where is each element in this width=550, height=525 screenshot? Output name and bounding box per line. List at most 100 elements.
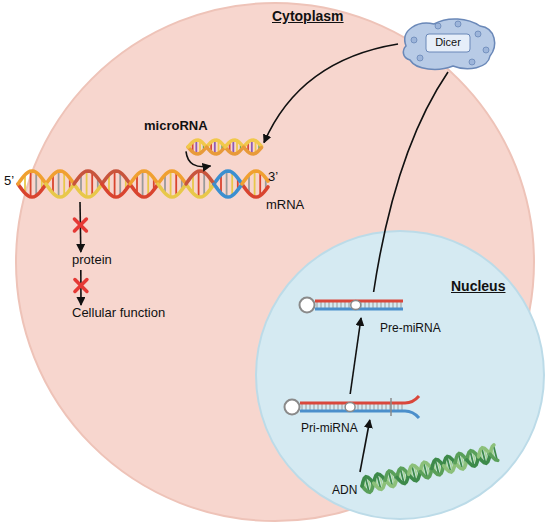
base-pair (330, 404, 331, 410)
helix-strand (207, 140, 225, 147)
base-pair (198, 171, 200, 197)
dicer-texture (455, 21, 461, 27)
base-pair (402, 404, 403, 410)
base-pair (58, 171, 60, 197)
dicer-texture (475, 31, 481, 37)
base-pair (366, 404, 367, 410)
base-pair (381, 302, 382, 308)
dicer-texture (417, 55, 423, 61)
base-pair (321, 302, 322, 308)
helix-strand (158, 171, 186, 184)
helix-strand (214, 171, 242, 184)
base-pair (333, 302, 334, 308)
microrna-duplex: microRNA (186, 136, 264, 158)
node-label: Pri-miRNA (301, 422, 358, 436)
hairpin-loop (300, 298, 315, 313)
mrna-strand: mRNA (18, 166, 268, 202)
base-pair (337, 302, 338, 308)
hairpin-loop (285, 400, 300, 415)
helix-strand (188, 147, 206, 154)
base-pair (397, 302, 398, 308)
helix-strand (383, 470, 397, 481)
node-shape (18, 166, 268, 202)
inhibition-cross (75, 280, 87, 292)
helix-strand (242, 171, 268, 184)
protein-node: protein (72, 252, 124, 270)
base-pair (382, 404, 383, 410)
compartment-circle (256, 231, 544, 519)
helix-strand (214, 184, 242, 197)
inhibition-cross (75, 280, 87, 292)
base-pair (91, 172, 93, 195)
base-pair (377, 302, 378, 308)
flow-arrow (80, 270, 82, 305)
helix-strand (225, 140, 243, 147)
helix-strand (18, 184, 46, 197)
dicer-label-box (426, 34, 470, 52)
helix-strand (490, 453, 498, 462)
helix-strand (360, 475, 374, 486)
helix-strand (102, 171, 130, 184)
helix-strand (74, 184, 102, 197)
pri-mirna-hairpin: Pri-miRNA (283, 394, 423, 420)
base-pair (63, 172, 65, 195)
base-pair (342, 404, 343, 410)
base-pair (254, 171, 256, 197)
pre-mirna-hairpin: Pre-miRNA (298, 292, 403, 318)
flow-arrow (79, 202, 81, 252)
helix-strand (74, 171, 102, 184)
base-pair (317, 302, 318, 308)
base-pair (370, 404, 371, 410)
strand-end-label: 3’ (268, 170, 278, 185)
base-pair (334, 404, 335, 410)
helix-strand (244, 147, 262, 154)
dna-helix: ADN (360, 452, 500, 492)
base-pair (338, 404, 339, 410)
inhibition-cross (74, 219, 86, 231)
node-shape (283, 394, 423, 420)
helix-group (360, 445, 498, 494)
base-pair (35, 172, 37, 195)
helix-strand (46, 171, 74, 184)
helix-strand (46, 184, 74, 197)
helix-strand (244, 140, 262, 147)
helix-strand (130, 184, 158, 197)
base-pair (358, 404, 359, 410)
base-pair (369, 302, 370, 308)
flow-arrow (360, 420, 370, 472)
cytoplasm-compartment: CytoplasmmicroRNADicermRNAproteinCellula… (15, 2, 535, 522)
helix-strand (18, 171, 46, 184)
strand-end-label: 5’ (4, 174, 14, 189)
helix-strand (186, 184, 214, 197)
helix-strand (477, 446, 491, 457)
dicer-texture (411, 37, 417, 43)
base-pair (394, 404, 395, 410)
node-label: Pre-miRNA (380, 322, 441, 336)
dicer-texture (483, 47, 489, 53)
base-pair (326, 404, 327, 410)
node-shape (186, 136, 264, 158)
base-pair (362, 404, 363, 410)
dicer-texture (435, 23, 441, 29)
node-shape (298, 292, 403, 318)
helix-strand (430, 458, 444, 469)
base-pair (318, 404, 319, 410)
helix-strand (242, 184, 268, 197)
bulge (351, 301, 361, 310)
base-pair (341, 302, 342, 308)
base-pair (325, 302, 326, 308)
base-pair (374, 404, 375, 410)
node-label: mRNA (266, 198, 304, 213)
base-pair (345, 302, 346, 308)
base-pair (385, 302, 386, 308)
node-label: Cytoplasm (272, 8, 344, 24)
base-pair (114, 171, 116, 197)
flow-arrow (186, 151, 211, 166)
base-pair (349, 302, 350, 308)
rna-tail (405, 411, 419, 418)
node-label: Nucleus (451, 278, 505, 294)
base-pair (322, 404, 323, 410)
helix-strand (188, 140, 206, 147)
helix-strand (186, 171, 214, 184)
